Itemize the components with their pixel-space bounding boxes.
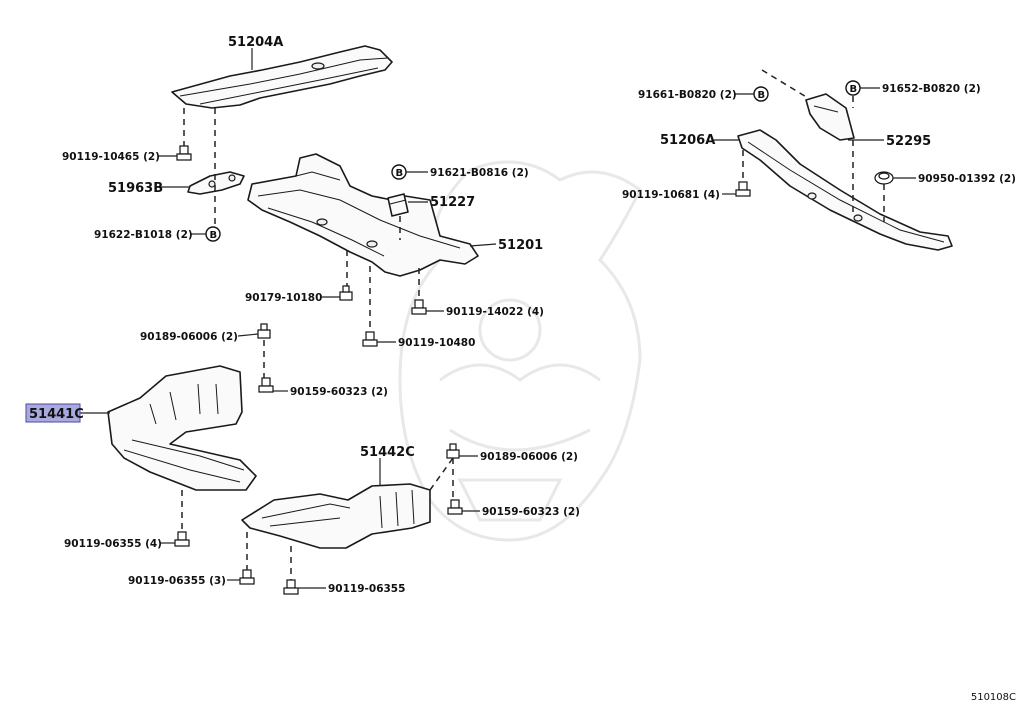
callout-91661-b0820[interactable]: 91661-B0820 (2) [638,89,737,101]
callout-51442c[interactable]: 51442C [360,445,415,460]
callout-91622-b1018[interactable]: 91622-B1018 (2) [94,229,193,241]
callout-91621-b0816[interactable]: 91621-B0816 (2) [430,167,529,179]
callout-90159-60323-right[interactable]: 90159-60323 (2) [482,506,580,518]
callout-52295[interactable]: 52295 [886,134,931,149]
bolt-icon [258,377,274,393]
callout-90950-01392[interactable]: 90950-01392 (2) [918,173,1016,185]
callout-90119-10681[interactable]: 90119-10681 (4) [622,189,720,201]
callout-51963b[interactable]: 51963B [108,181,163,196]
b-marker-icon: B [205,226,221,242]
svg-text:B: B [210,230,218,241]
callout-90119-06355[interactable]: 90119-06355 [328,583,405,595]
bolt-icon [339,285,353,301]
part-51227-stopper [387,193,409,217]
part-51204a-bracket [171,45,393,109]
callout-51204a[interactable]: 51204A [228,35,283,50]
part-52295-bracket [805,93,855,141]
part-51206a-crossmember [737,129,953,251]
b-marker-icon: B [753,86,769,102]
callout-51206a[interactable]: 51206A [660,133,715,148]
drawing-code: 510108C [970,692,1016,703]
bolt-icon [239,569,255,585]
bolt-icon [174,531,190,547]
part-51963b-brace [187,171,245,195]
svg-text:B: B [758,90,766,101]
bolt-icon [283,579,299,595]
callout-90119-10465[interactable]: 90119-10465 (2) [62,151,160,163]
part-51441c-cover [107,365,257,491]
bolt-icon [735,181,751,197]
watermark-mask [398,160,642,542]
bolt-icon [447,499,463,515]
bolt-icon [362,331,378,347]
svg-text:B: B [396,168,404,179]
leader-lines [80,48,916,589]
part-51442c-cover [241,483,431,549]
callout-90159-60323-left[interactable]: 90159-60323 (2) [290,386,388,398]
callout-91652-b0820[interactable]: 91652-B0820 (2) [882,83,981,95]
callout-labels: 51204A 90119-10465 (2) 51963B 91622-B101… [29,35,1016,595]
b-markers: B B B B [205,80,861,242]
part-51201-crossmember [247,153,479,277]
callout-90119-06355-4[interactable]: 90119-06355 (4) [64,538,162,550]
bolts [174,145,751,595]
b-marker-icon: B [845,80,861,96]
bolt-icon [257,323,271,339]
callout-90119-14022[interactable]: 90119-14022 (4) [446,306,544,318]
bolt-icon [446,443,460,459]
callout-51227[interactable]: 51227 [430,195,475,210]
selected-part-highlight [25,403,81,423]
bolt-icon [176,145,192,161]
callout-51201[interactable]: 51201 [498,238,543,253]
callout-90119-10480[interactable]: 90119-10480 [398,337,475,349]
dashed-guides [181,69,885,580]
part-grommet [874,171,894,185]
callout-90179-10180[interactable]: 90179-10180 [245,292,322,304]
callout-90189-06006-left[interactable]: 90189-06006 (2) [140,331,238,343]
callout-90119-06355-3[interactable]: 90119-06355 (3) [128,575,226,587]
callout-51441c[interactable]: 51441C [29,407,84,422]
b-marker-icon: B [391,164,407,180]
svg-text:B: B [850,84,858,95]
callout-90189-06006-right[interactable]: 90189-06006 (2) [480,451,578,463]
